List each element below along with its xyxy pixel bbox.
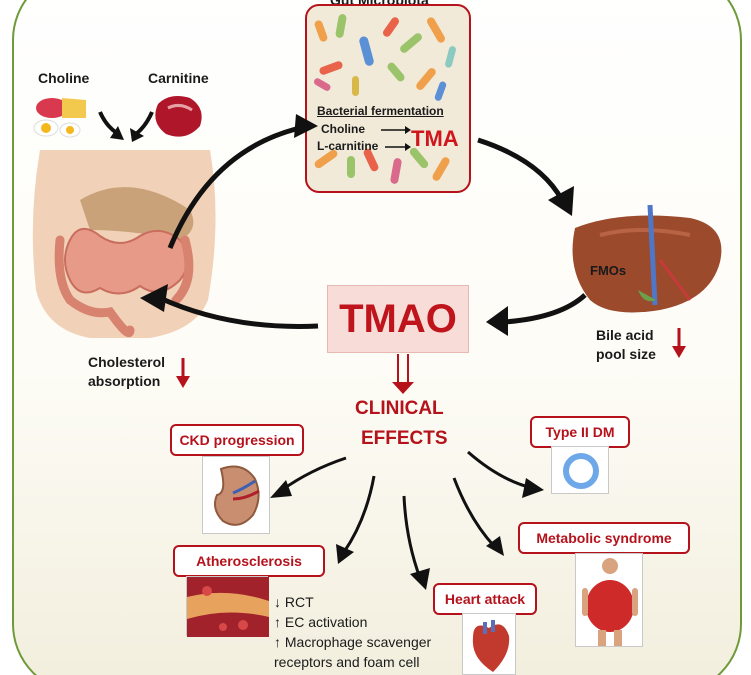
cholesterol-label: Cholesterol absorption xyxy=(88,354,166,389)
tma-label: TMA xyxy=(411,126,459,151)
tmao-box: TMAO xyxy=(327,285,469,353)
fermentation-title: Bacterial fermentation xyxy=(317,104,444,118)
effects-label: EFFECTS xyxy=(361,428,448,449)
insulin-ring-image xyxy=(551,446,609,494)
fermentation-carnitine: L-carnitine xyxy=(317,139,379,153)
bile-acid-label: Bile acid pool size xyxy=(596,327,656,362)
ckd-progression-box: CKD progression xyxy=(170,424,304,456)
arrow-down-icon: ↓ xyxy=(274,594,281,610)
arrow-up-icon: ↑ xyxy=(274,614,281,630)
obese-figure-image xyxy=(575,553,643,647)
arrow-up-icon: ↑ xyxy=(274,634,281,650)
kidney-image xyxy=(202,456,270,534)
liver-illustration xyxy=(572,204,722,313)
carnitine-label: Carnitine xyxy=(148,70,209,86)
clinical-label: CLINICAL xyxy=(355,398,444,419)
intestine-illustration xyxy=(32,150,216,338)
food-choline-icon xyxy=(33,98,86,138)
mechanism-foam-cell: receptors and foam cell xyxy=(274,654,420,670)
atherosclerosis-box: Atherosclerosis xyxy=(173,545,325,577)
mechanism-ec-activation: ↑ EC activation xyxy=(274,614,368,630)
heart-attack-box: Heart attack xyxy=(433,583,537,615)
artery-image xyxy=(186,576,269,637)
bacteria-illustration xyxy=(313,14,456,184)
mechanism-macrophage: ↑ Macrophage scavenger xyxy=(274,634,432,650)
metabolic-syndrome-box: Metabolic syndrome xyxy=(518,522,690,554)
type-ii-dm-box: Type II DM xyxy=(530,416,630,448)
microbiota-panel: Bacterial fermentation Choline L-carniti… xyxy=(305,4,471,193)
fermentation-choline: Choline xyxy=(321,122,365,136)
heart-image xyxy=(462,613,516,675)
fmos-label: FMOs xyxy=(590,263,627,278)
mechanism-rct: ↓ RCT xyxy=(274,594,314,610)
fermentation-arrows xyxy=(381,126,411,151)
food-carnitine-icon xyxy=(155,96,202,137)
choline-label: Choline xyxy=(38,70,90,86)
